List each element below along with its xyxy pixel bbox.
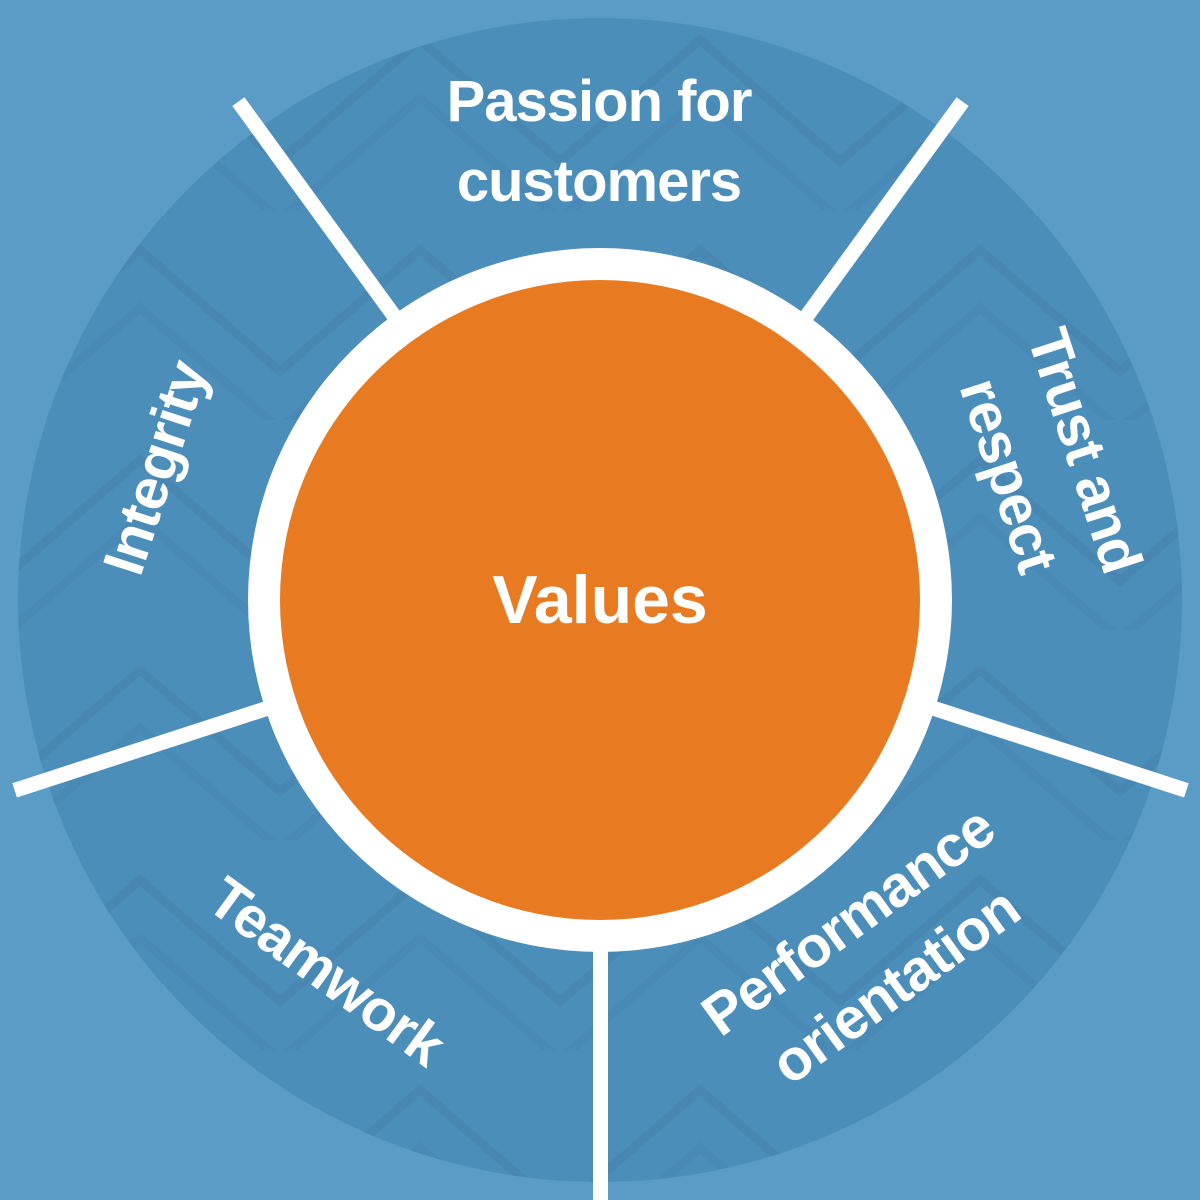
segment-label-line: customers: [456, 149, 742, 214]
core-label: Values: [492, 562, 708, 638]
segment-label-line: Passion for: [446, 69, 753, 134]
divider-bottom: [593, 938, 608, 1200]
core-circle: Values: [280, 280, 920, 920]
segment-label-passion-for-customers: Passion for customers: [446, 62, 753, 222]
